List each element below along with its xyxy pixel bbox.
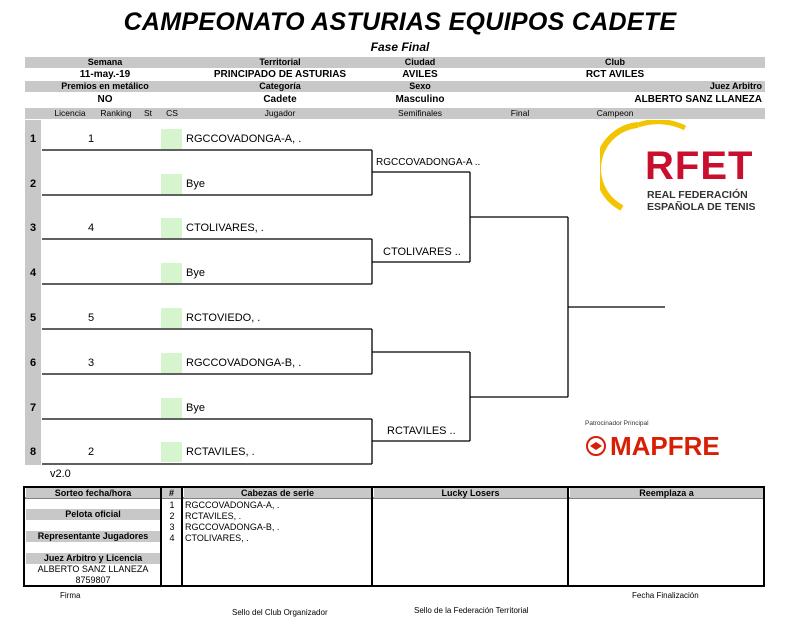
territorial-label: Territorial	[259, 57, 301, 67]
rfet-line1: REAL FEDERACIÓN	[647, 189, 748, 201]
player-name: Bye	[186, 267, 205, 279]
row-number: 6	[29, 357, 37, 369]
club-label: Club	[605, 57, 625, 67]
col-ranking: Ranking	[100, 108, 132, 118]
page-subtitle: Fase Final	[370, 40, 430, 54]
rfet-line2: ESPAÑOLA DE TENIS	[647, 201, 756, 213]
cs-cell[interactable]	[161, 442, 182, 462]
col-cs: CS	[166, 108, 178, 118]
seed-number: 2	[169, 511, 175, 521]
sello-federacion-label: Sello de la Federación Territorial	[414, 606, 529, 615]
mapfre-wordmark: MAPFRE	[610, 431, 720, 461]
col-st: St	[143, 108, 153, 118]
semifinal-slot: RGCCOVADONGA-A ..	[376, 157, 481, 168]
sexo-label: Sexo	[409, 81, 431, 91]
mapfre-emblem-icon	[586, 436, 606, 456]
reemplaza-label: Reemplaza a	[570, 488, 763, 498]
row-number: 2	[29, 178, 37, 190]
col-jugador: Jugador	[264, 108, 296, 118]
representante-label: Representante Jugadores	[26, 531, 160, 542]
juez-value: ALBERTO SANZ LLANEZA	[634, 94, 762, 105]
sorteo-label: Sorteo fecha/hora	[26, 488, 160, 498]
pelota-label: Pelota oficial	[26, 509, 160, 520]
seed-number: 4	[169, 533, 175, 543]
cs-cell[interactable]	[161, 308, 182, 328]
ranking-value: 1	[87, 133, 95, 145]
rfet-wordmark: RFET	[645, 144, 754, 188]
sponsor-label: Patrocinador Principal	[585, 420, 649, 427]
club-value: RCT AVILES	[585, 69, 645, 80]
juez-licencia-label: Juez Arbitro y Licencia	[26, 553, 160, 564]
player-name: Bye	[186, 402, 205, 414]
semifinal-slot: RCTAVILES ..	[387, 425, 456, 437]
hash-label: #	[162, 488, 181, 498]
page-title: CAMPEONATO ASTURIAS EQUIPOS CADETE	[123, 8, 677, 36]
ranking-value: 3	[87, 357, 95, 369]
ciudad-value: AVILES	[402, 69, 438, 80]
row-number: 7	[29, 402, 37, 414]
fecha-finalizacion-label: Fecha Finalización	[632, 591, 699, 600]
semana-label: Semana	[87, 57, 123, 67]
territorial-value: PRINCIPADO DE ASTURIAS	[213, 69, 347, 80]
player-name: RGCCOVADONGA-B, .	[186, 357, 302, 369]
sexo-value: Masculino	[395, 94, 445, 105]
seed-number: 1	[169, 500, 175, 510]
row-number: 4	[29, 267, 37, 279]
cs-cell[interactable]	[161, 129, 182, 149]
firma-label: Firma	[60, 591, 81, 600]
player-name: RCTOVIEDO, .	[186, 312, 261, 324]
seed-name: RGCCOVADONGA-B, .	[185, 522, 280, 532]
header-label-bar-2	[25, 81, 765, 92]
cs-cell[interactable]	[161, 263, 182, 283]
header-label-bar	[25, 57, 765, 68]
seed-number: 3	[169, 522, 175, 532]
row-number: 1	[29, 133, 37, 145]
row-number: 5	[29, 312, 37, 324]
col-licencia: Licencia	[54, 108, 86, 118]
premios-label: Premios en metálico	[61, 81, 149, 91]
cs-cell[interactable]	[161, 218, 182, 238]
row-number: 3	[29, 222, 37, 234]
ranking-value: 4	[87, 222, 95, 234]
player-name: Bye	[186, 178, 205, 190]
ranking-value: 2	[87, 446, 95, 458]
lucky-label: Lucky Losers	[374, 488, 567, 498]
player-name: RCTAVILES, .	[186, 446, 255, 458]
player-name: CTOLIVARES, .	[186, 222, 264, 234]
juez-licencia: 8759807	[75, 575, 111, 585]
mapfre-logo: MAPFRE	[585, 431, 760, 461]
ciudad-label: Ciudad	[404, 57, 436, 67]
juez-name: ALBERTO SANZ LLANEZA	[37, 564, 149, 574]
categoria-label: Categoría	[259, 81, 301, 91]
ranking-value: 5	[87, 312, 95, 324]
column-header-bar	[25, 108, 765, 119]
seed-name: RGCCOVADONGA-A, .	[185, 500, 280, 510]
seed-name: RCTAVILES, .	[185, 511, 242, 521]
version-label: v2.0	[50, 468, 71, 480]
cs-cell[interactable]	[161, 174, 182, 194]
player-name: RGCCOVADONGA-A, .	[186, 133, 302, 145]
rfet-logo: RFET REAL FEDERACIÓN ESPAÑOLA DE TENIS	[600, 120, 765, 215]
row-number: 8	[29, 446, 37, 458]
premios-value: NO	[97, 94, 113, 105]
seed-name: CTOLIVARES, .	[185, 533, 249, 543]
sello-club-label: Sello del Club Organizador	[232, 608, 328, 617]
col-final: Final	[510, 108, 530, 118]
cs-cell[interactable]	[161, 353, 182, 373]
tennis-ball-icon	[600, 120, 687, 211]
row-number-strip	[25, 120, 41, 465]
cs-cell[interactable]	[161, 398, 182, 418]
cabezas-label: Cabezas de serie	[184, 488, 371, 498]
col-semifinales: Semifinales	[398, 108, 442, 118]
col-campeon: Campeon	[596, 108, 634, 118]
semifinal-slot: CTOLIVARES ..	[383, 246, 461, 258]
semana-value: 11-may.-19	[79, 69, 131, 80]
categoria-value: Cadete	[263, 94, 297, 105]
juez-label: Juez Arbitro	[709, 81, 762, 91]
